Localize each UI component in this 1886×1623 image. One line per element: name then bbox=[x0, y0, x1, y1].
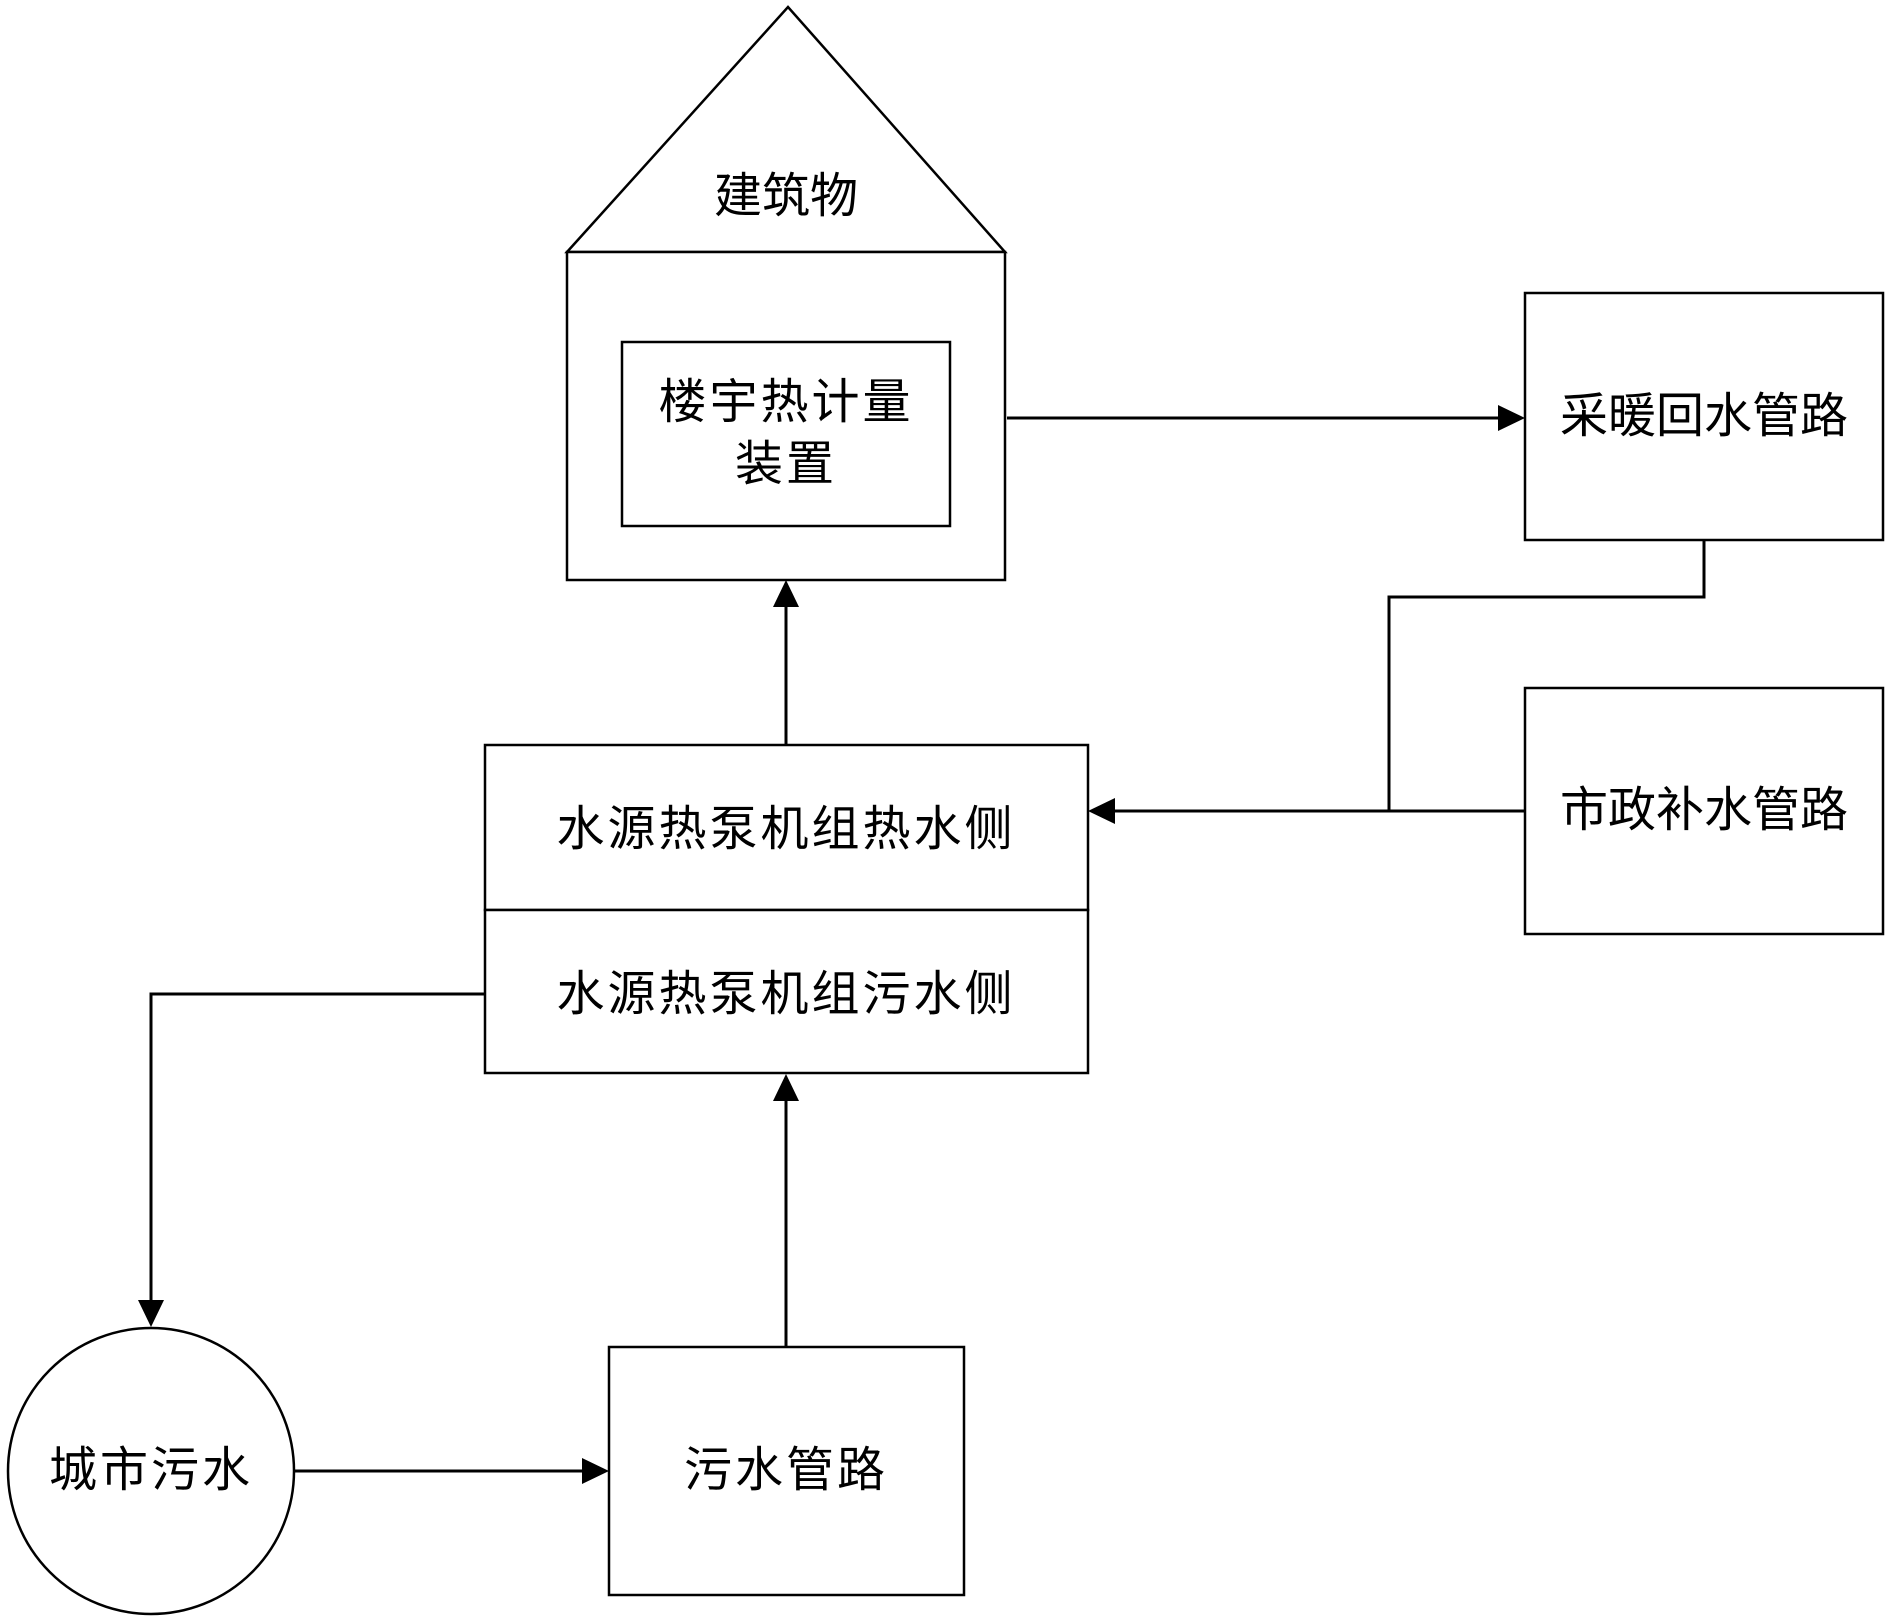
city-sewage-node: 城市污水 bbox=[6, 1326, 296, 1616]
municipal-supply-node: 市政补水管路 bbox=[1523, 686, 1885, 936]
sewage-pipe-box bbox=[607, 1345, 966, 1597]
sewage-pipe-label: 污水管路 bbox=[684, 1442, 888, 1498]
heating-return-label: 采暖回水管路 bbox=[1560, 388, 1848, 444]
municipal-supply-box bbox=[1523, 686, 1885, 936]
arrowhead bbox=[1498, 405, 1525, 431]
connector-return-to-junction bbox=[1387, 540, 1706, 811]
connector-heatpump-to-city-sewage bbox=[138, 992, 485, 1327]
heat-meter-label-line1: 楼宇热计量 bbox=[658, 374, 913, 430]
arrowhead bbox=[138, 1300, 164, 1327]
heat-pump-sewage-side-label: 水源热泵机组污水侧 bbox=[556, 966, 1015, 1022]
city-sewage-label: 城市污水 bbox=[49, 1442, 253, 1498]
connector-meter-to-return bbox=[1007, 405, 1525, 431]
heat-meter-node: 楼宇热计量 装置 bbox=[620, 340, 952, 528]
arrowhead bbox=[582, 1458, 609, 1484]
arrowhead bbox=[773, 580, 799, 607]
heat-meter-box bbox=[620, 340, 952, 528]
building-label: 建筑物 bbox=[714, 168, 858, 224]
connector-municipal-to-heatpump bbox=[1088, 798, 1525, 824]
connector-city-sewage-to-pipe bbox=[294, 1458, 609, 1484]
heat-pump-hot-side-label: 水源热泵机组热水侧 bbox=[556, 801, 1015, 857]
heating-return-node: 采暖回水管路 bbox=[1523, 291, 1885, 542]
heat-pump-sewage-side-box bbox=[483, 908, 1090, 1075]
connector-heatpump-to-building bbox=[773, 580, 799, 745]
sewage-pipe-node: 污水管路 bbox=[607, 1345, 966, 1597]
municipal-supply-label: 市政补水管路 bbox=[1560, 782, 1848, 838]
heat-pump-node: 水源热泵机组热水侧 水源热泵机组污水侧 bbox=[483, 743, 1090, 1075]
arrowhead bbox=[773, 1074, 799, 1101]
heat-meter-label-line2: 装置 bbox=[735, 436, 837, 492]
connector-pipe-to-heatpump bbox=[773, 1074, 799, 1347]
arrowhead bbox=[1088, 798, 1115, 824]
